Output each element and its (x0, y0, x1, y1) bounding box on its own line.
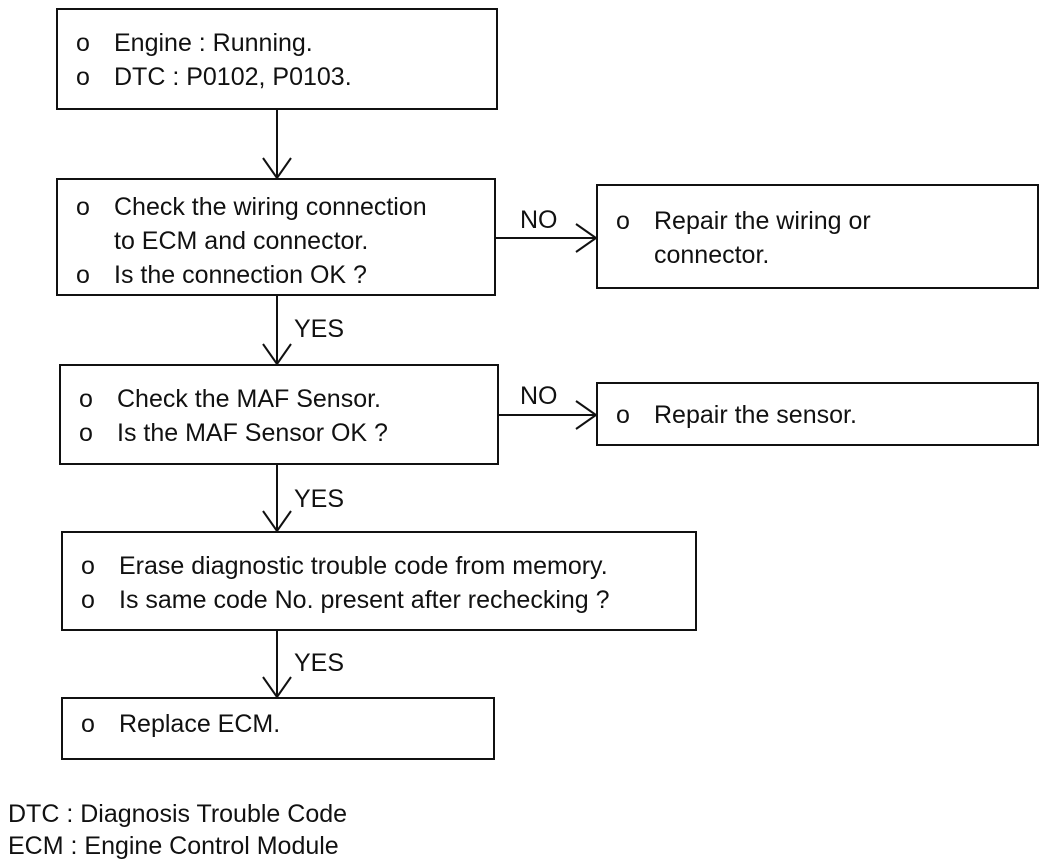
bullet: o (76, 193, 90, 221)
bullet: o (79, 419, 93, 447)
step-line: o Repair the sensor. (598, 398, 1037, 432)
yes-label: YES (294, 649, 345, 677)
step-line: o Check the MAF Sensor. (61, 382, 497, 416)
bullet: o (79, 385, 93, 413)
step-line: o Repair the wiring or connector. (598, 204, 1037, 272)
step-text: Is the MAF Sensor OK ? (117, 419, 388, 447)
bullet: o (76, 63, 90, 91)
step-line: o Replace ECM. (63, 707, 493, 741)
bullet: o (81, 586, 95, 614)
step-line: o Is same code No. present after rechecki… (63, 583, 695, 617)
yes-label: YES (294, 315, 345, 343)
no-label: NO (520, 382, 558, 410)
step-text: Is same code No. present after recheckin… (119, 586, 610, 614)
step-repair-wiring-box: o Repair the wiring or connector. (596, 184, 1039, 289)
step-text: Erase diagnostic trouble code from memor… (119, 552, 608, 580)
bullet: o (76, 29, 90, 57)
step-text: Repair the wiring or connector. (654, 207, 871, 269)
step-repair-sensor-box: o Repair the sensor. (596, 382, 1039, 446)
step-text: Check the MAF Sensor. (117, 385, 382, 413)
step-text: Engine : Running. (114, 29, 313, 57)
step-line: o Engine : Running. (58, 26, 496, 60)
bullet: o (81, 710, 95, 738)
yes-label: YES (294, 485, 345, 513)
step-line: o Check the wiring connection to ECM and … (58, 190, 494, 258)
bullet: o (616, 401, 630, 429)
step-text: Check the wiring connection to ECM and c… (114, 193, 427, 255)
step-replace-ecm-box: o Replace ECM. (61, 697, 495, 760)
legend-ecm: ECM : Engine Control Module (8, 832, 339, 860)
legend-dtc: DTC : Diagnosis Trouble Code (8, 800, 348, 828)
no-label: NO (520, 206, 558, 234)
step-text: Repair the sensor. (654, 401, 857, 429)
step-erase-dtc-box: o Erase diagnostic trouble code from memo… (61, 531, 697, 631)
bullet: o (616, 207, 630, 235)
step-text: Replace ECM. (119, 710, 281, 738)
step-text: DTC : P0102, P0103. (114, 63, 352, 91)
step-maf-check-box: o Check the MAF Sensor. o Is the MAF Senso… (59, 364, 499, 465)
step-text: Is the connection OK ? (114, 261, 367, 289)
step-line: o Is the MAF Sensor OK ? (61, 416, 497, 450)
bullet: o (81, 552, 95, 580)
step-wiring-check-box: o Check the wiring connection to ECM and … (56, 178, 496, 296)
step-line: o Is the connection OK ? (58, 258, 494, 292)
bullet: o (76, 261, 90, 289)
step-line: o Erase diagnostic trouble code from memo… (63, 549, 695, 583)
step-line: o DTC : P0102, P0103. (58, 60, 496, 94)
